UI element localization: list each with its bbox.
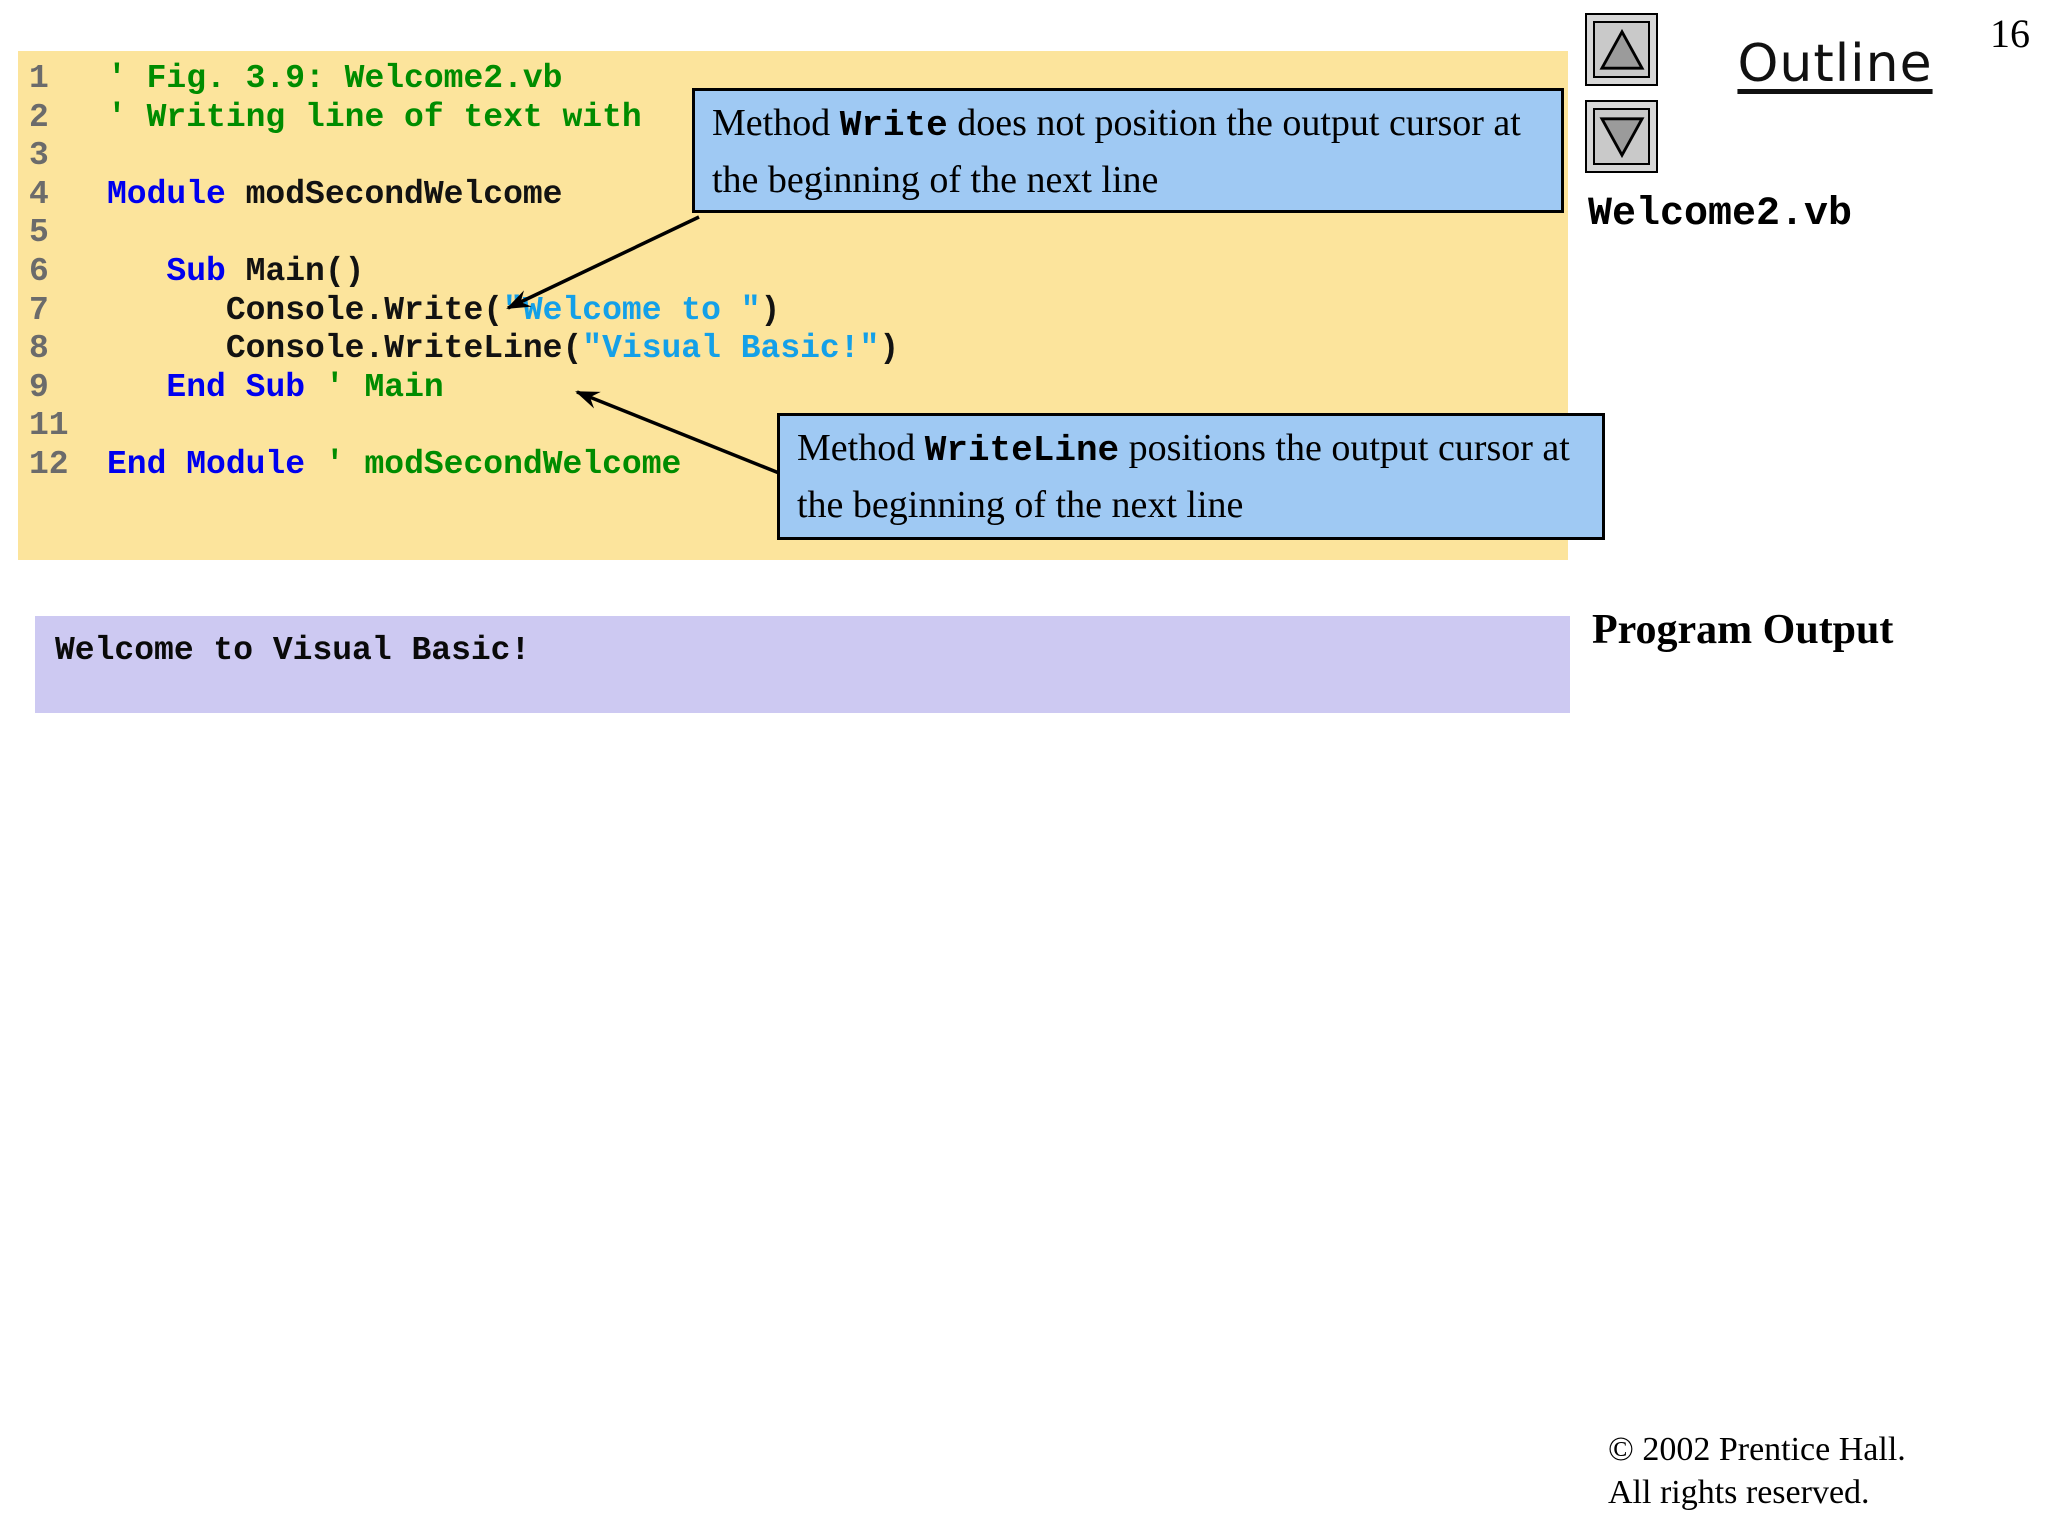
line-number: 4 bbox=[29, 175, 49, 213]
program-output-text: Welcome to Visual Basic! bbox=[55, 632, 531, 669]
file-name-label: Welcome2.vb bbox=[1588, 192, 1853, 237]
code-line: 11 bbox=[18, 407, 1568, 446]
code-line: 6 Sub Main() bbox=[18, 253, 1568, 292]
nav-down-button[interactable] bbox=[1585, 100, 1658, 173]
code-line: 8 Console.WriteLine("Visual Basic!") bbox=[18, 330, 1568, 369]
line-number: 8 bbox=[29, 330, 49, 368]
copyright-line1: © 2002 Prentice Hall. bbox=[1608, 1431, 1906, 1468]
copyright-line2: All rights reserved. bbox=[1608, 1474, 1870, 1511]
code-line: 5 bbox=[18, 214, 1568, 253]
line-number: 5 bbox=[29, 214, 49, 252]
outline-link[interactable]: Outline bbox=[1737, 34, 1933, 94]
up-arrow-icon bbox=[1593, 21, 1650, 78]
callout-writeline: Method WriteLine positions the output cu… bbox=[777, 413, 1605, 540]
line-number: 1 bbox=[29, 60, 49, 97]
callout-write: Method Write does not position the outpu… bbox=[692, 88, 1564, 213]
code-line: 7 Console.Write("Welcome to ") bbox=[18, 292, 1568, 331]
code-line: 1' Fig. 3.9: Welcome2.vb bbox=[18, 60, 1568, 99]
line-number: 11 bbox=[29, 407, 69, 445]
page-number: 16 bbox=[1990, 11, 2030, 56]
copyright-notice: © 2002 Prentice Hall. All rights reserve… bbox=[1608, 1428, 1906, 1514]
line-number: 3 bbox=[29, 137, 49, 175]
line-number: 2 bbox=[29, 98, 49, 136]
nav-up-button[interactable] bbox=[1585, 13, 1658, 86]
program-output-box bbox=[35, 616, 1570, 713]
program-output-label: Program Output bbox=[1592, 607, 1894, 653]
line-number: 9 bbox=[29, 368, 49, 406]
down-arrow-icon bbox=[1593, 108, 1650, 165]
line-number: 12 bbox=[29, 445, 69, 483]
code-line: 2' Writing line of text with bbox=[18, 99, 1568, 138]
line-number: 6 bbox=[29, 252, 49, 290]
line-number: 7 bbox=[29, 291, 49, 329]
code-line: 9 End Sub ' Main bbox=[18, 369, 1568, 408]
code-line: 3 bbox=[18, 137, 1568, 176]
